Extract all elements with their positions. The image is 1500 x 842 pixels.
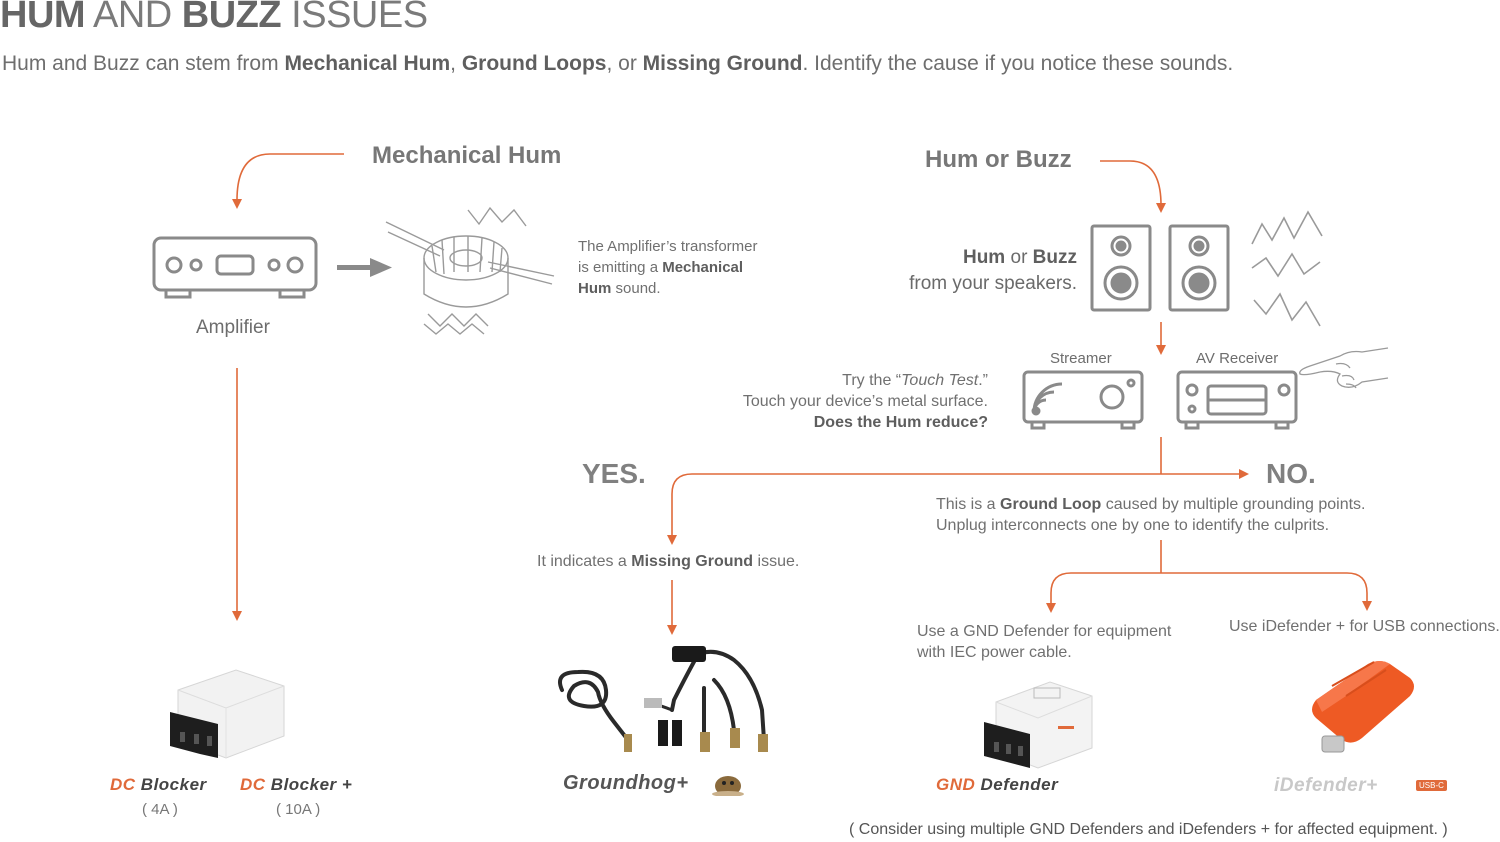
gnd-defender-icon bbox=[984, 681, 1093, 769]
speakers-text: Hum or Buzz from your speakers. bbox=[909, 247, 1077, 294]
buzz-waves-icon bbox=[1251, 210, 1323, 327]
av-receiver-icon bbox=[1176, 370, 1298, 430]
streamer-label: Streamer bbox=[1050, 350, 1112, 367]
dc-blocker-plus-name: DC Blocker + bbox=[240, 775, 353, 794]
dc-blocker-icon bbox=[170, 669, 285, 759]
gnd-defender-name: GND Defender bbox=[936, 775, 1059, 794]
ground-loop-text: This is a Ground Loop caused by multiple… bbox=[936, 496, 1366, 534]
dc-blocker-plus-amps: ( 10A ) bbox=[276, 801, 321, 818]
arrow-to-gnd bbox=[1046, 572, 1161, 613]
idefender-name: iDefender+ bbox=[1274, 775, 1378, 796]
gnd-defender-instruction: Use a GND Defender for equipment with IE… bbox=[917, 623, 1172, 661]
idefender-icon bbox=[1312, 661, 1414, 753]
speaker-icon bbox=[1090, 224, 1230, 312]
transformer-text: The Amplifier’s transformer is emitting … bbox=[578, 238, 758, 297]
dc-blocker-amps: ( 4A ) bbox=[142, 801, 178, 818]
page-title: HUM AND BUZZ ISSUES bbox=[0, 0, 428, 36]
idefender-instruction: Use iDefender + for USB connections. bbox=[1229, 618, 1500, 635]
arrow-yes bbox=[667, 473, 1161, 545]
transformer-icon bbox=[385, 206, 555, 335]
touch-test-text: Try the “Touch Test.” Touch your device’… bbox=[742, 372, 988, 431]
hand-icon bbox=[1299, 347, 1389, 389]
arrow-to-idef bbox=[1161, 572, 1372, 611]
streamer-icon bbox=[1022, 370, 1144, 430]
groundhog-icon bbox=[558, 646, 768, 752]
av-receiver-label: AV Receiver bbox=[1196, 350, 1279, 367]
page-subtitle: Hum and Buzz can stem from Mechanical Hu… bbox=[2, 52, 1234, 75]
arrow-hum-to-speakers bbox=[1100, 160, 1166, 213]
groundhog-mascot-icon bbox=[712, 776, 744, 796]
yes-label: YES. bbox=[582, 458, 646, 489]
arrow-mechanical-to-amp bbox=[232, 153, 344, 209]
amplifier-icon bbox=[152, 236, 318, 299]
dc-blocker-name: DC Blocker bbox=[110, 775, 207, 794]
idefender-badge: USB-C bbox=[1416, 780, 1447, 791]
hum-or-buzz-heading: Hum or Buzz bbox=[925, 146, 1072, 173]
groundhog-name: Groundhog+ bbox=[563, 772, 689, 794]
amplifier-label: Amplifier bbox=[196, 317, 270, 338]
mechanical-hum-heading: Mechanical Hum bbox=[372, 142, 562, 169]
missing-ground-text: It indicates a Missing Ground issue. bbox=[537, 553, 800, 570]
footer-note: ( Consider using multiple GND Defenders … bbox=[849, 821, 1448, 838]
no-label: NO. bbox=[1266, 458, 1316, 489]
